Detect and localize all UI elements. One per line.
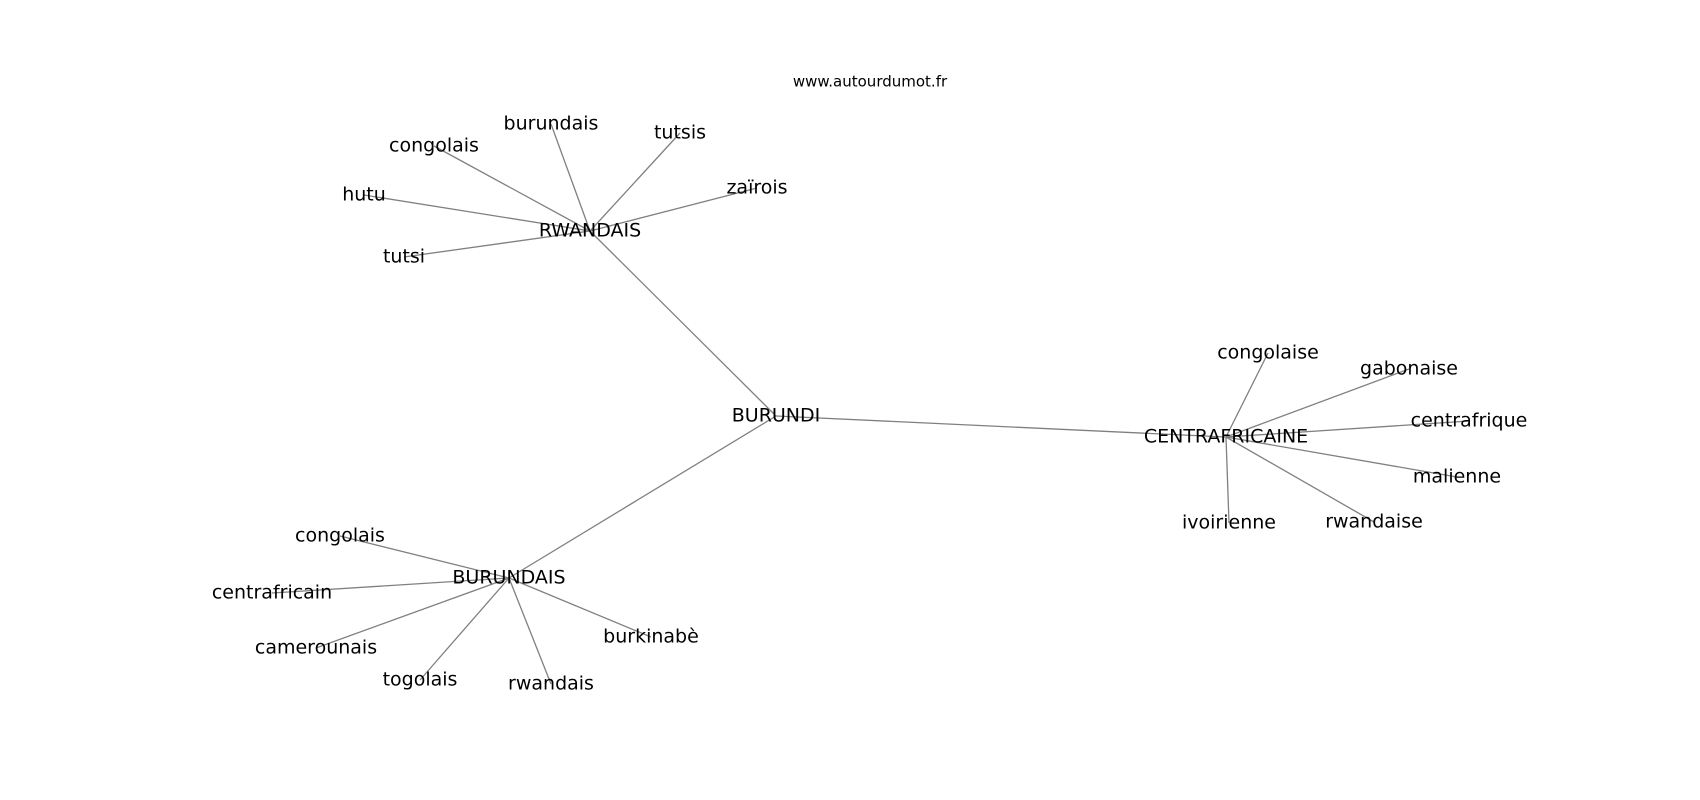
edge-rwandais_hub-r_zairois bbox=[589, 187, 758, 232]
node-b-burkinabe: burkinabè bbox=[603, 626, 699, 648]
edge-burundi-burundais_hub bbox=[508, 415, 777, 579]
node-r-zairois: zaïrois bbox=[726, 177, 787, 199]
edge-rwandais_hub-r_congolais bbox=[433, 145, 591, 232]
hub-node-centrafricaine-hub: CENTRAFRICAINE bbox=[1144, 426, 1308, 448]
edge-burundi-centrafricaine_hub bbox=[775, 415, 1227, 438]
hub-node-rwandais-hub: RWANDAIS bbox=[539, 220, 641, 242]
node-c-rwandaise: rwandaise bbox=[1325, 511, 1423, 533]
hub-node-burundais-hub: BURUNDAIS bbox=[452, 567, 565, 589]
edges-layer bbox=[271, 123, 1470, 685]
node-b-togolais: togolais bbox=[383, 669, 458, 691]
edge-burundais_hub-b_congolais bbox=[339, 535, 510, 579]
node-c-congolaise: congolaise bbox=[1217, 342, 1319, 364]
node-r-burundais: burundais bbox=[504, 113, 599, 135]
edge-centrafricaine_hub-c_ivoirienne bbox=[1225, 436, 1230, 524]
hub-node-burundi: BURUNDI bbox=[732, 405, 821, 427]
edge-rwandais_hub-r_burundais bbox=[550, 123, 591, 232]
node-b-camerounais: camerounais bbox=[255, 637, 377, 659]
edge-burundais_hub-b_rwandais bbox=[508, 577, 552, 685]
node-c-malienne: malienne bbox=[1413, 466, 1501, 488]
edge-centrafricaine_hub-c_congolaise bbox=[1225, 352, 1269, 438]
edge-centrafricaine_hub-c_rwandaise bbox=[1225, 436, 1375, 523]
edge-burundi-rwandais_hub bbox=[589, 230, 777, 417]
nodes-layer: BURUNDI RWANDAIS BURUNDAIS CENTRAFRICAINE co… bbox=[212, 113, 1527, 695]
edge-rwandais_hub-r_tutsi bbox=[403, 230, 591, 258]
edge-burundais_hub-b_camerounais bbox=[315, 577, 510, 649]
edge-centrafricaine_hub-c_centrafrique bbox=[1225, 420, 1470, 438]
edge-centrafricaine_hub-c_gabonaise bbox=[1225, 368, 1410, 438]
node-c-centrafrique: centrafrique bbox=[1411, 410, 1528, 432]
edge-rwandais_hub-r_hutu bbox=[363, 194, 591, 232]
node-c-ivoirienne: ivoirienne bbox=[1182, 512, 1276, 534]
node-r-tutsis: tutsis bbox=[654, 122, 706, 144]
node-b-rwandais: rwandais bbox=[508, 673, 594, 695]
node-b-centrafricain: centrafricain bbox=[212, 582, 332, 604]
node-r-tutsi: tutsi bbox=[383, 246, 425, 268]
edge-centrafricaine_hub-c_malienne bbox=[1225, 436, 1458, 478]
node-b-congolais: congolais bbox=[295, 525, 385, 547]
edge-burundais_hub-b_centrafricain bbox=[271, 577, 510, 594]
edge-burundais_hub-b_burkinabe bbox=[508, 577, 652, 638]
node-r-hutu: hutu bbox=[342, 184, 386, 206]
edge-rwandais_hub-r_tutsis bbox=[589, 132, 681, 232]
edge-burundais_hub-b_togolais bbox=[419, 577, 510, 681]
node-c-gabonaise: gabonaise bbox=[1360, 358, 1458, 380]
source-label: www.autourdumot.fr bbox=[793, 73, 948, 91]
node-r-congolais: congolais bbox=[389, 135, 479, 157]
